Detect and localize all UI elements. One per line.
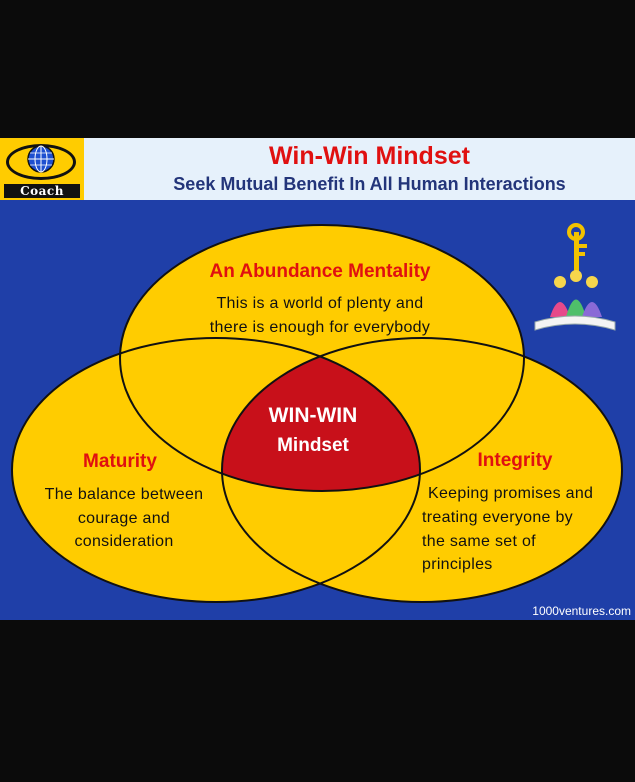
logo-text: Coach	[4, 184, 80, 198]
abundance-line-1: This is a world of plenty and	[216, 295, 424, 312]
center-intersection	[222, 338, 420, 491]
page-title: Win-Win Mindset	[269, 142, 470, 170]
integrity-line-1: Keeping promises and	[428, 485, 594, 502]
abundance-heading: An Abundance Mentality	[209, 261, 431, 282]
venn-diagram	[11, 224, 623, 603]
maturity-heading: Maturity	[83, 451, 157, 472]
slide: Coach Win-Win Mindset Seek Mutual Benefi…	[0, 138, 635, 620]
center-subtitle: Mindset	[277, 435, 349, 456]
integrity-line-4: principles	[422, 556, 493, 573]
integrity-heading: Integrity	[477, 450, 553, 471]
abundance-line-2: there is enough for everybody	[209, 319, 431, 336]
integrity-line-3: the same set of	[422, 533, 536, 550]
maturity-line-1: The balance between	[44, 486, 204, 503]
key-people-book-icon	[534, 223, 616, 331]
header: Coach Win-Win Mindset Seek Mutual Benefi…	[0, 138, 635, 200]
credit-text: 1000ventures.com	[532, 604, 631, 618]
page-subtitle: Seek Mutual Benefit In All Human Interac…	[173, 174, 566, 194]
maturity-line-3: consideration	[74, 533, 174, 550]
coach-logo: Coach	[0, 138, 84, 200]
integrity-line-2: treating everyone by	[422, 509, 573, 526]
maturity-line-2: courage and	[77, 510, 171, 527]
globe-eye-logo-icon	[27, 145, 55, 173]
center-title: WIN-WIN	[268, 404, 358, 427]
